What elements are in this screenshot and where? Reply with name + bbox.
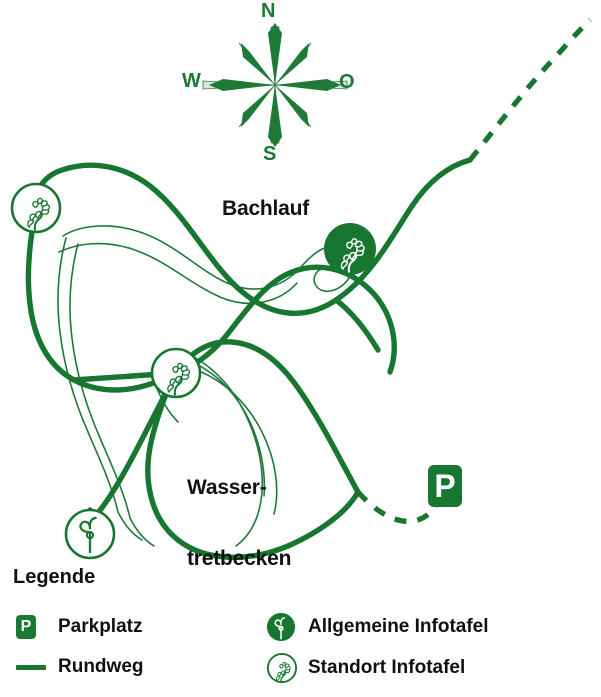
- legend-label-allgemeine-infotafel: Allgemeine Infotafel: [308, 616, 489, 637]
- dashed-connector-paths: [356, 18, 592, 525]
- legend-title: Legende: [13, 566, 96, 588]
- standort-infotafel-icon-svg: [266, 652, 298, 684]
- dashed-path-northeast: [467, 18, 592, 162]
- compass-label-west: W: [182, 70, 201, 92]
- compass-label-east: O: [339, 71, 355, 93]
- marker-standort-infotafel-2[interactable]: [324, 223, 376, 275]
- marker-standort-infotafel-1[interactable]: [10, 182, 62, 234]
- legend-item-allgemeine-infotafel[interactable]: Allgemeine Infotafel: [266, 612, 489, 642]
- dashed-path-to-parking: [356, 490, 443, 525]
- parkplatz-icon-glyph: P: [16, 615, 36, 639]
- legend-item-standort-infotafel[interactable]: Standort Infotafel: [266, 652, 465, 684]
- map-label-wassertretbecken-line1: Wasser-: [187, 476, 267, 500]
- allgemeine-infotafel-icon-svg: [266, 612, 296, 642]
- rundweg-line-icon: [16, 664, 58, 670]
- legend-item-rundweg[interactable]: Rundweg: [16, 656, 144, 678]
- map-label-bachlauf: Bachlauf: [222, 197, 310, 220]
- compass-rose-icon: [202, 23, 348, 147]
- parkplatz-marker-glyph: P: [434, 468, 455, 504]
- stream-lines: [57, 225, 354, 547]
- compass-label-north: N: [261, 0, 276, 22]
- legend-label-parkplatz: Parkplatz: [58, 616, 143, 637]
- map-label-wassertretbecken: Wasser- tretbecken: [187, 429, 291, 617]
- rundweg-line-swatch: [16, 664, 46, 670]
- compass-label-south: S: [263, 143, 277, 165]
- allgemeine-infotafel-icon: [266, 612, 308, 642]
- marker-allgemeine-infotafel-1[interactable]: [64, 508, 116, 560]
- rundweg-path: [25, 157, 473, 561]
- legend-item-parkplatz[interactable]: P Parkplatz: [16, 615, 142, 639]
- marker-parkplatz-1[interactable]: P: [428, 465, 462, 507]
- map-label-wassertretbecken-line2: tretbecken: [187, 546, 292, 570]
- standort-infotafel-icon: [266, 652, 308, 684]
- legend-label-standort-infotafel: Standort Infotafel: [308, 657, 466, 678]
- legend-label-rundweg: Rundweg: [58, 656, 144, 677]
- parkplatz-icon: P: [16, 615, 58, 639]
- legend: Legende P Parkplatz Rundweg: [0, 566, 601, 697]
- marker-standort-infotafel-3[interactable]: [150, 347, 202, 399]
